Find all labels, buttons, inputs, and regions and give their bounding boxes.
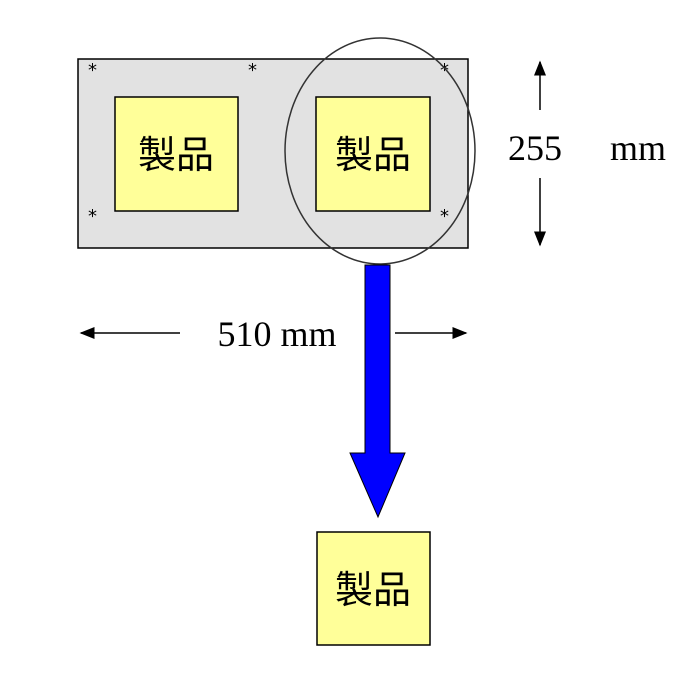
width-label: 510 mm xyxy=(217,314,336,354)
marker: * xyxy=(440,60,449,81)
height-value: 255 xyxy=(508,128,562,168)
down-arrow xyxy=(349,264,406,519)
height-unit: mm xyxy=(610,128,666,168)
product-box xyxy=(114,96,239,212)
marker: * xyxy=(88,206,97,227)
product-label: 製品 xyxy=(138,133,214,177)
markers: * * * * * xyxy=(88,60,449,227)
marker: * xyxy=(248,60,257,81)
product-box xyxy=(315,96,431,212)
product-label: 製品 xyxy=(335,568,411,612)
highlight-ellipse xyxy=(284,37,476,265)
product-box xyxy=(316,531,431,646)
marker: * xyxy=(88,60,97,81)
marker: * xyxy=(440,206,449,227)
product-label: 製品 xyxy=(335,133,411,177)
